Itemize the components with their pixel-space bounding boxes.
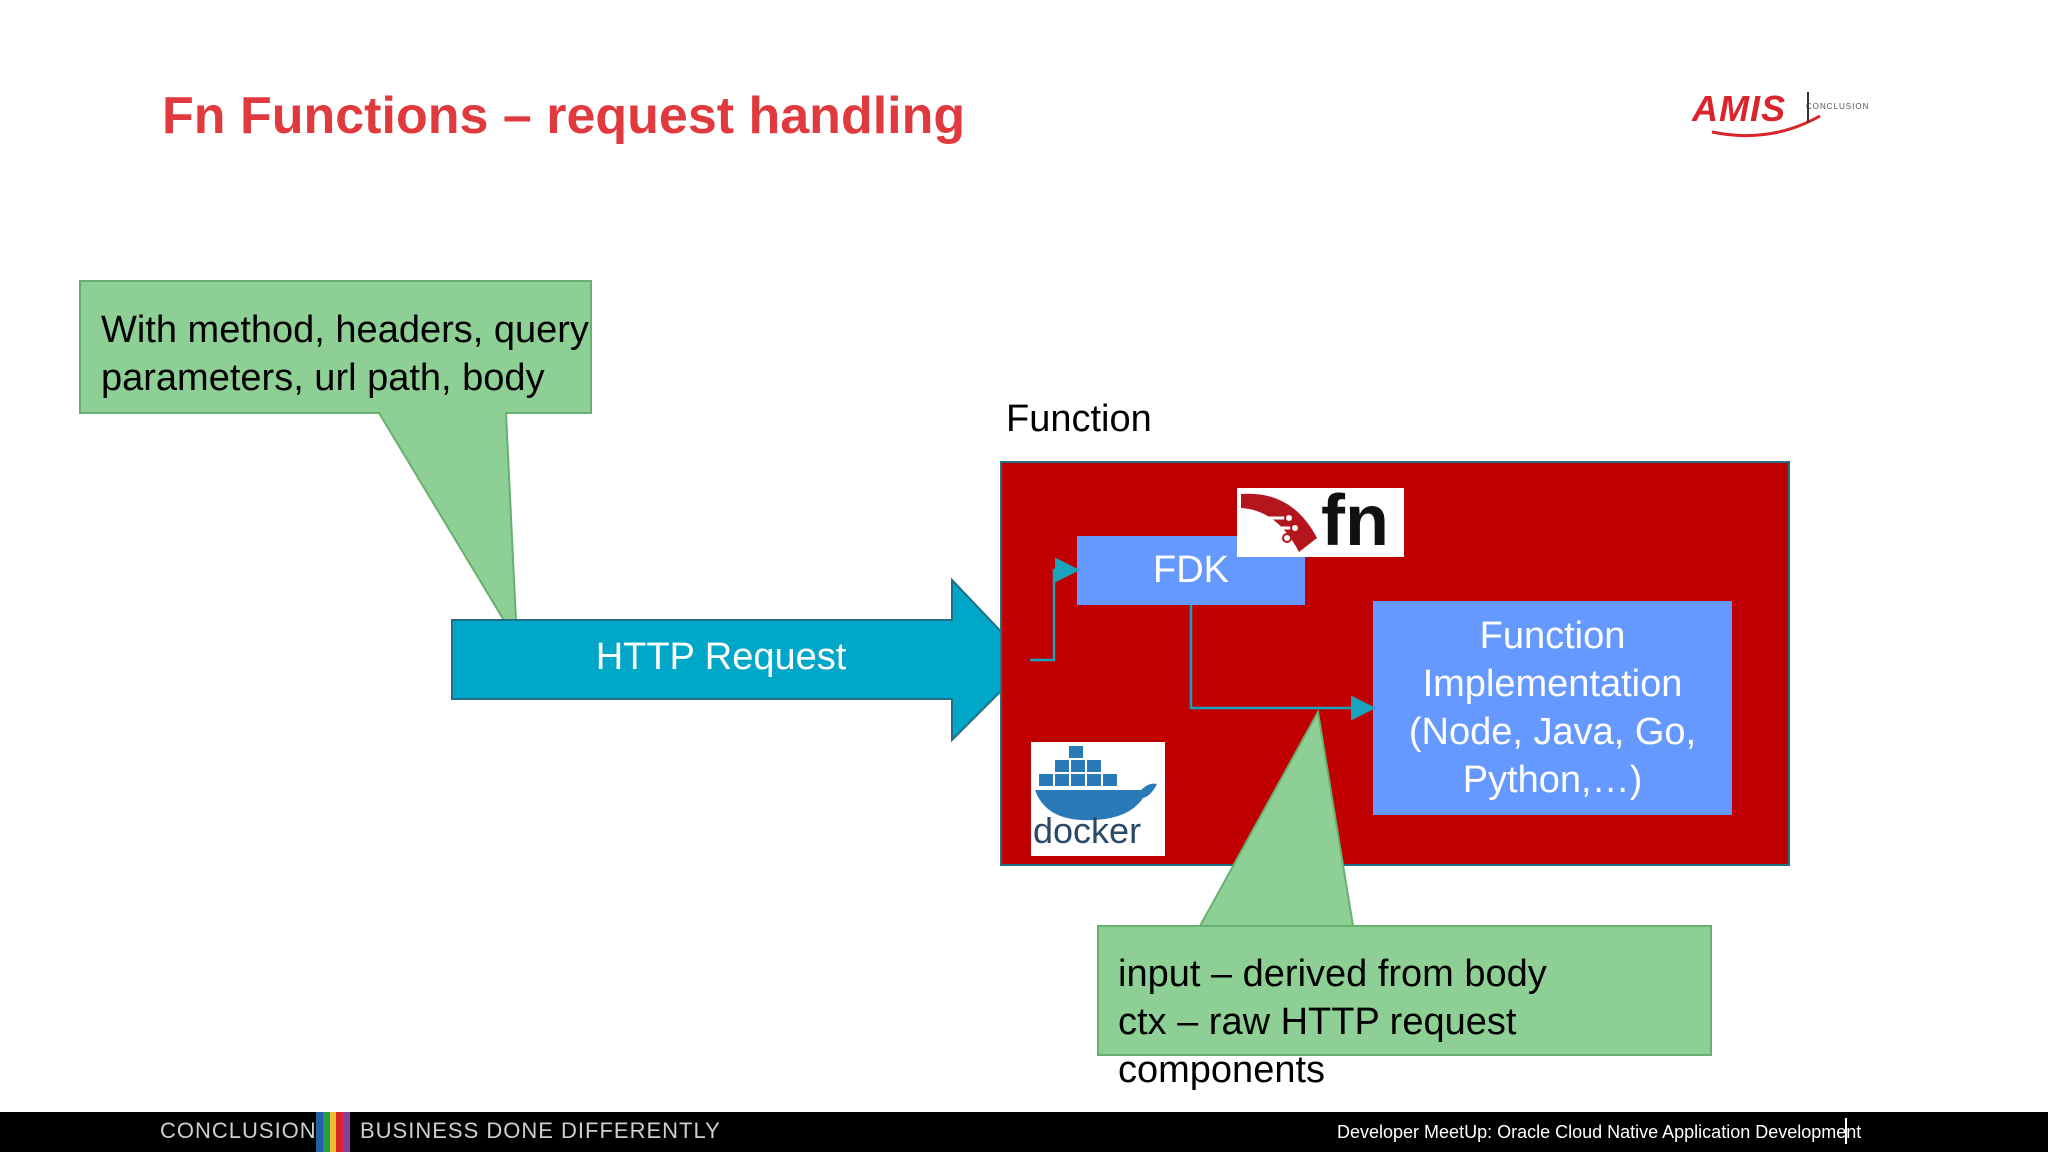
docker-logo-text: docker bbox=[1033, 810, 1142, 851]
slide-title: Fn Functions – request handling bbox=[162, 87, 966, 145]
footer-bar: CONCLUSION BUSINESS DONE DIFFERENTLY Dev… bbox=[0, 1112, 2048, 1152]
footer-stripes bbox=[316, 1112, 350, 1152]
amis-logo: AMIS CONCLUSION bbox=[1690, 88, 1890, 148]
callout-top-line: With method, headers, query bbox=[101, 309, 589, 351]
callout-top-text: With method, headers, query parameters, … bbox=[101, 306, 589, 402]
footer-event-title: Developer MeetUp: Oracle Cloud Native Ap… bbox=[1337, 1122, 1862, 1142]
http-request-label: HTTP Request bbox=[595, 636, 847, 678]
http-request-arrow bbox=[451, 577, 1032, 743]
impl-line: Function bbox=[1479, 615, 1626, 657]
footer-divider bbox=[1845, 1118, 1847, 1144]
function-label: Function bbox=[1006, 398, 1152, 440]
fn-logo-icon bbox=[1241, 493, 1317, 552]
impl-line: Python,…) bbox=[1462, 759, 1643, 801]
callout-bottom-line: components bbox=[1118, 1049, 1326, 1091]
logo-sub: CONCLUSION bbox=[1806, 102, 1870, 111]
callout-bottom-line: ctx – raw HTTP request bbox=[1118, 1001, 1517, 1043]
callout-top-line: parameters, url path, body bbox=[101, 357, 545, 399]
footer-conclusion: CONCLUSION bbox=[160, 1118, 317, 1143]
impl-line: Implementation bbox=[1422, 663, 1683, 705]
callout-bottom-text: input – derived from body ctx – raw HTTP… bbox=[1118, 950, 1547, 1094]
callout-bottom-shape bbox=[1097, 708, 1712, 1056]
logo-brand: AMIS bbox=[1692, 88, 1786, 129]
docker-whale-icon bbox=[1035, 746, 1157, 821]
callout-top-shape bbox=[79, 280, 592, 643]
impl-line: (Node, Java, Go, bbox=[1408, 711, 1697, 753]
callout-bottom-line: input – derived from body bbox=[1118, 953, 1547, 995]
connector-to-fdk bbox=[1030, 557, 1080, 662]
fn-logo: fn bbox=[1237, 481, 1404, 561]
logo-swoosh-icon bbox=[1711, 92, 1821, 138]
docker-logo: docker bbox=[1031, 742, 1165, 856]
fn-logo-text: fn bbox=[1321, 481, 1389, 561]
footer-tagline: BUSINESS DONE DIFFERENTLY bbox=[360, 1118, 721, 1143]
function-implementation-box: Function Implementation (Node, Java, Go,… bbox=[1373, 601, 1732, 815]
connector-to-implementation bbox=[1189, 605, 1376, 721]
